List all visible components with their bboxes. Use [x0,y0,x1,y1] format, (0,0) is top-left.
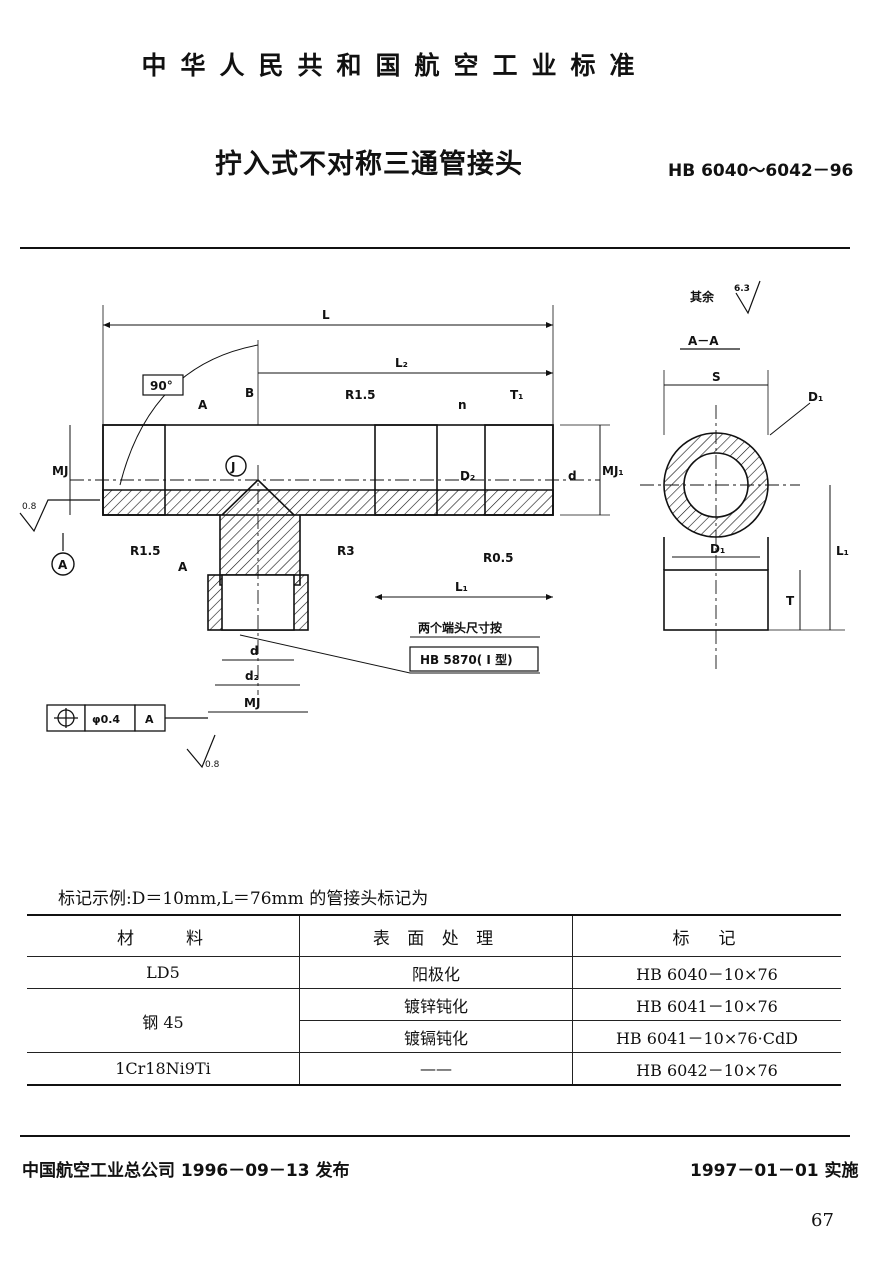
marking-example: 标记示例:D＝10mm,L＝76mm 的管接头标记为 [58,889,429,909]
body-section-hatch [102,489,554,586]
mark-cell: HB 6040－10×76 [572,956,841,989]
end-note-line2: HB 5870( I 型) [420,652,513,667]
section-label: A－A [688,334,719,348]
angle-label: 90° [150,379,173,393]
table-row: LD5 阳极化 HB 6040－10×76 [27,956,841,989]
document-title: 拧入式不对称三通管接头 [215,149,523,180]
column-header-mark: 标 记 [572,915,841,957]
section-view [640,370,845,670]
issue-date: 中国航空工业总公司 1996－09－13 发布 [22,1161,350,1181]
angle-box [142,374,184,396]
roughness-symbol-left [19,499,100,533]
roughness-value-other: 6.3 [734,284,750,294]
dim-n: n [458,398,467,412]
dim-MJ1: MJ₁ [602,464,624,478]
roughness-symbol-bottom [186,734,216,769]
dim-L2: L₂ [395,356,408,370]
dim-R05: R0.5 [483,551,514,565]
dim-d-right: d [568,469,577,483]
front-view [69,305,610,713]
dim-A-bottom: A [178,560,188,574]
technical-drawing: L L₂ B R1.5 n T₁ A R1.5 R3 R0.5 L₁ d d₂ … [19,280,849,770]
table-header-row: 材 料 表 面 处 理 标 记 [27,915,841,957]
column-header-surface: 表 面 处 理 [299,915,573,957]
drill-point [221,478,295,516]
dim-D2: D₂ [460,469,475,483]
dim-L: L [322,308,330,322]
roughness-symbol-other [735,280,761,315]
material-cell: LD5 [27,956,300,989]
dim-d-bottom: d [250,644,259,658]
table-row: 1Cr18Ni9Ti —— HB 6042－10×76 [27,1052,841,1086]
page-number: 67 [811,1210,834,1231]
section-view-labels: 其余 6.3 A－A S D₁ D₁ L₁ T [688,284,849,608]
surface-cell: 镀镉钝化 [299,1020,573,1053]
roughness-value-left: 0.8 [22,502,37,512]
surface-cell: —— [299,1052,573,1086]
dim-R15-bottom: R1.5 [130,544,161,558]
dim-B: B [245,386,254,400]
effective-date: 1997－01－01 实施 [690,1161,859,1181]
standard-organization-heading: 中华人民共和国航空工业标准 [141,51,649,80]
end-note-line1: 两个端头尺寸按 [418,620,502,635]
dim-R15-top: R1.5 [345,388,376,402]
center-mark-circle [225,455,247,477]
datum-circle [51,552,75,576]
bottom-divider [20,1135,850,1137]
dim-L1-side: L₁ [836,544,849,558]
marking-table: 材 料 表 面 处 理 标 记 LD5 阳极化 HB 6040－10×76 钢 … [27,914,841,1086]
dim-D1-bottom: D₁ [710,542,725,556]
table-row: 镀镉钝化 HB 6041－10×76·CdD [27,1020,841,1053]
center-mark-label: J [230,460,235,474]
position-tolerance-frame [46,704,208,732]
dim-d2: d₂ [245,669,259,683]
dim-D1-top: D₁ [808,390,823,404]
mark-cell: HB 6041－10×76 [572,988,841,1021]
surface-cell: 镀锌钝化 [299,988,573,1021]
dim-R3: R3 [337,544,355,558]
front-view-labels: L L₂ B R1.5 n T₁ A R1.5 R3 R0.5 L₁ d d₂ … [52,308,624,710]
tolerance-datum: A [145,713,154,726]
material-cell: 钢 45 [27,988,300,1053]
roughness-note: 其余 [690,289,715,304]
table-row: 钢 45 镀锌钝化 HB 6041－10×76 [27,988,841,1053]
end-note-box [409,646,539,672]
dim-T: T [786,594,795,608]
surface-cell: 阳极化 [299,956,573,989]
material-cell: 1Cr18Ni9Ti [27,1052,300,1086]
top-divider [20,247,850,249]
column-header-material: 材 料 [27,915,300,957]
mark-cell: HB 6041－10×76·CdD [572,1020,841,1053]
dim-S: S [712,370,721,384]
standard-code: HB 6040～6042－96 [668,161,854,181]
roughness-value-bottom: 0.8 [205,760,220,770]
dim-L1-bottom: L₁ [455,580,468,594]
dim-A-top: A [198,398,208,412]
mark-cell: HB 6042－10×76 [572,1052,841,1086]
datum-label: A [58,558,68,572]
dim-MJ-left: MJ [52,464,68,478]
dim-T1: T₁ [510,388,523,402]
tolerance-value: φ0.4 [92,713,120,726]
dim-MJ-bottom: MJ [244,696,260,710]
